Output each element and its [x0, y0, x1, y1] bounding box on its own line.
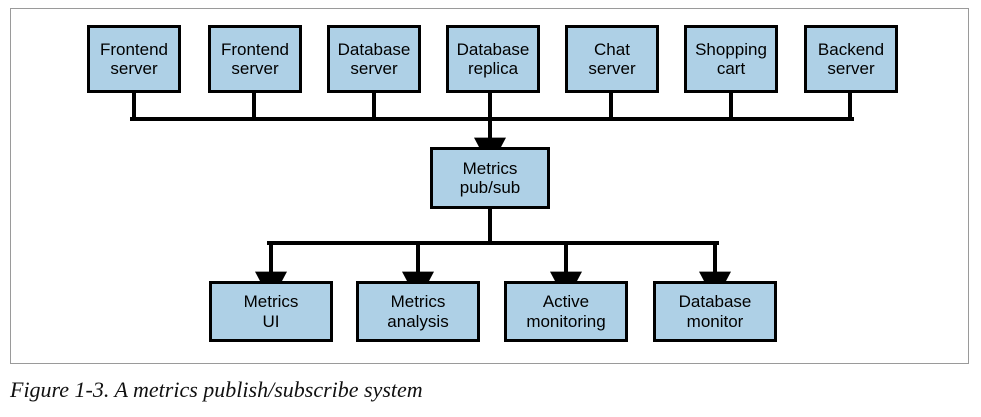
node-metrics-ui[interactable]: Metrics UI — [209, 281, 333, 342]
node-metrics-analysis[interactable]: Metrics analysis — [356, 281, 480, 342]
node-chat-server[interactable]: Chat server — [565, 25, 659, 93]
node-database-monitor[interactable]: Database monitor — [653, 281, 777, 342]
node-backend-server[interactable]: Backend server — [804, 25, 898, 93]
node-metrics-pub-sub[interactable]: Metrics pub/sub — [430, 147, 550, 209]
node-database-replica[interactable]: Database replica — [446, 25, 540, 93]
node-frontend-server-1[interactable]: Frontend server — [87, 25, 181, 93]
figure-caption: Figure 1-3. A metrics publish/subscribe … — [10, 377, 423, 402]
node-frontend-server-2[interactable]: Frontend server — [208, 25, 302, 93]
node-shopping-cart[interactable]: Shopping cart — [684, 25, 778, 93]
node-database-server[interactable]: Database server — [327, 25, 421, 93]
node-active-monitoring[interactable]: Active monitoring — [504, 281, 628, 342]
